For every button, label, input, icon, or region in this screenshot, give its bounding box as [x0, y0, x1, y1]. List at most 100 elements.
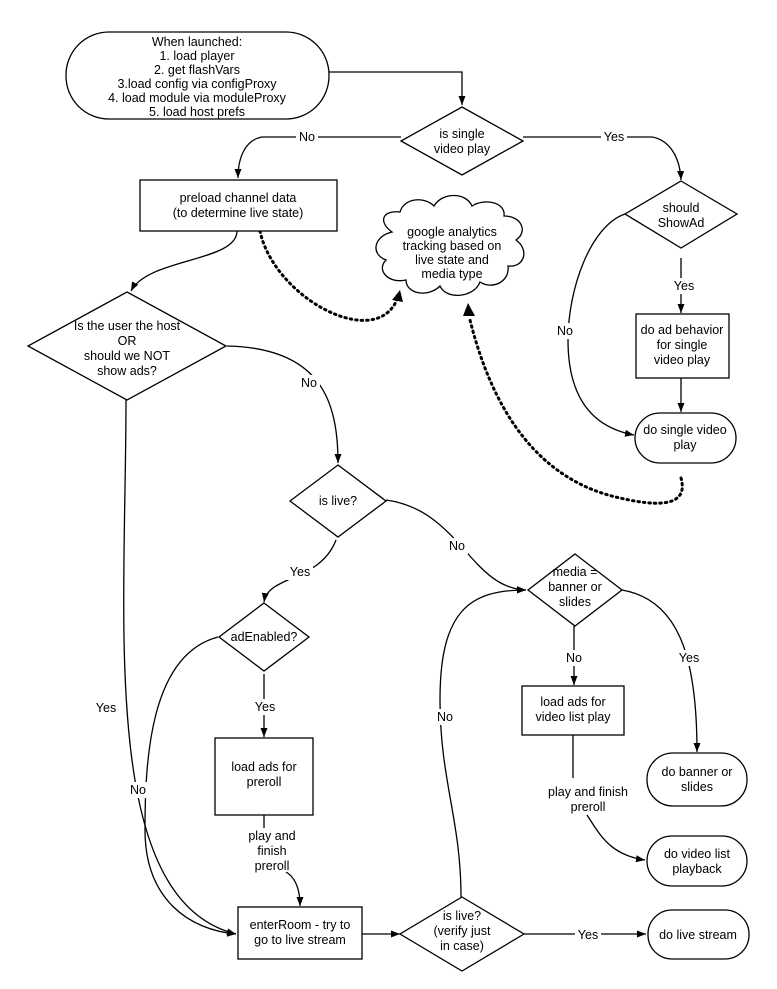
- edge-preload-analytics: [258, 229, 400, 322]
- svg-text:media =: media =: [553, 565, 598, 579]
- svg-text:When launched:: When launched:: [152, 35, 242, 49]
- edge-label-yes-showad: Yes: [674, 279, 694, 293]
- edge-label-no-host: No: [301, 376, 317, 390]
- node-live-stream: do live stream: [647, 909, 750, 960]
- svg-text:play: play: [674, 438, 698, 452]
- svg-text:do live stream: do live stream: [659, 928, 737, 942]
- node-start: When launched: 1. load player 2. get fla…: [65, 31, 330, 120]
- svg-text:(verify just: (verify just: [434, 924, 491, 938]
- edge-single-yes: [523, 136, 685, 181]
- svg-text:preroll: preroll: [571, 800, 606, 814]
- edge-label-play-finish-preroll-2: play and finish preroll: [548, 785, 628, 814]
- svg-text:finish: finish: [257, 844, 286, 858]
- svg-text:video play: video play: [654, 353, 711, 367]
- svg-text:preroll: preroll: [247, 775, 282, 789]
- svg-text:banner or: banner or: [548, 580, 602, 594]
- edge-label-yes-host: Yes: [96, 701, 116, 715]
- svg-text:for single: for single: [657, 338, 708, 352]
- svg-text:adEnabled?: adEnabled?: [231, 630, 298, 644]
- edge-preload-to-host: [130, 230, 238, 292]
- edge-media-yes: [621, 589, 701, 753]
- node-single-video-play: do single video play: [634, 412, 737, 464]
- edge-start-to-single: [328, 71, 466, 105]
- svg-text:play and: play and: [248, 829, 295, 843]
- svg-text:4. load module via moduleProxy: 4. load module via moduleProxy: [108, 91, 287, 105]
- svg-text:preroll: preroll: [255, 859, 290, 873]
- edge-label-no-media: No: [566, 651, 582, 665]
- svg-text:load ads for: load ads for: [231, 760, 296, 774]
- node-is-live: is live?: [288, 464, 388, 538]
- svg-text:is live?: is live?: [319, 494, 357, 508]
- edge-label-play-finish-preroll-1: play and finish preroll: [248, 829, 295, 873]
- svg-text:(to determine live state): (to determine live state): [173, 206, 304, 220]
- node-single-video-decision: is single video play: [399, 106, 525, 176]
- node-enter-room: enterRoom - try to go to live stream: [237, 906, 363, 960]
- edge-verify-no: [439, 586, 527, 898]
- edge-label-no-live: No: [449, 539, 465, 553]
- svg-text:google analytics: google analytics: [407, 225, 497, 239]
- node-video-list-playback: do video list playback: [646, 835, 748, 887]
- svg-text:tracking based on: tracking based on: [403, 239, 502, 253]
- node-media-check: media = banner or slides: [526, 553, 624, 627]
- node-verify-live: is live? (verify just in case): [398, 896, 526, 972]
- svg-text:play and finish: play and finish: [548, 785, 628, 799]
- svg-text:is live?: is live?: [443, 909, 481, 923]
- node-load-ads-preroll: load ads for preroll: [214, 737, 314, 816]
- node-load-ads-list: load ads for video list play: [521, 685, 625, 736]
- node-preload-channel: preload channel data (to determine live …: [139, 179, 338, 232]
- svg-text:3.load config via configProxy: 3.load config via configProxy: [117, 77, 277, 91]
- svg-text:in case): in case): [440, 939, 484, 953]
- edge-label-yes-single: Yes: [604, 130, 624, 144]
- svg-text:enterRoom - try to: enterRoom - try to: [250, 918, 351, 932]
- svg-text:slides: slides: [559, 595, 591, 609]
- node-banner-slides: do banner or slides: [646, 752, 748, 807]
- edge-label-no-adenabled: No: [130, 783, 146, 797]
- arrowhead-play-analytics: [463, 303, 475, 316]
- edge-label-yes-adenabled: Yes: [255, 700, 275, 714]
- edge-label-no-single: No: [299, 130, 315, 144]
- svg-text:live state and: live state and: [415, 253, 489, 267]
- svg-text:slides: slides: [681, 780, 713, 794]
- arrowhead-preload-analytics: [392, 290, 403, 302]
- svg-text:is single: is single: [439, 127, 484, 141]
- edge-play-analytics: [468, 318, 684, 505]
- svg-text:go to live stream: go to live stream: [254, 933, 346, 947]
- svg-text:media type: media type: [421, 267, 482, 281]
- edge-labels: No Yes Yes No No Yes Yes No Yes No No Ye…: [93, 128, 702, 942]
- svg-text:OR: OR: [118, 334, 137, 348]
- svg-text:video list play: video list play: [535, 710, 611, 724]
- edge-adenabled-no: [144, 636, 237, 937]
- edge-label-yes-live: Yes: [290, 565, 310, 579]
- svg-text:load ads for: load ads for: [540, 695, 605, 709]
- svg-text:show ads?: show ads?: [97, 364, 157, 378]
- svg-text:1. load player: 1. load player: [159, 49, 234, 63]
- svg-text:do video list: do video list: [664, 847, 731, 861]
- edge-label-no-verify: No: [437, 710, 453, 724]
- edge-showad-no: [567, 213, 635, 437]
- edge-host-yes: [123, 399, 237, 936]
- svg-text:do banner or: do banner or: [662, 765, 733, 779]
- node-analytics-cloud: google analytics tracking based on live …: [375, 194, 525, 296]
- svg-text:preload channel data: preload channel data: [180, 191, 297, 205]
- edge-preroll-to-enter: [263, 815, 300, 906]
- svg-text:do single video: do single video: [643, 423, 726, 437]
- svg-text:do ad behavior: do ad behavior: [641, 323, 724, 337]
- node-ad-behavior: do ad behavior for single video play: [635, 313, 730, 379]
- node-should-show-ad: should ShowAd: [623, 180, 739, 249]
- svg-text:should we NOT: should we NOT: [84, 349, 171, 363]
- edge-label-no-showad: No: [557, 324, 573, 338]
- node-ad-enabled: adEnabled?: [217, 602, 311, 672]
- svg-text:5. load host prefs: 5. load host prefs: [149, 105, 245, 119]
- svg-text:video play: video play: [434, 142, 491, 156]
- edge-host-no: [226, 345, 342, 464]
- edge-label-yes-verify: Yes: [578, 928, 598, 942]
- svg-text:Is the user the host: Is the user the host: [74, 319, 181, 333]
- svg-text:2. get flashVars: 2. get flashVars: [154, 63, 240, 77]
- svg-text:playback: playback: [672, 862, 722, 876]
- edge-label-yes-media: Yes: [679, 651, 699, 665]
- edges: [123, 71, 701, 938]
- svg-text:ShowAd: ShowAd: [658, 216, 705, 230]
- svg-text:should: should: [663, 201, 700, 215]
- node-host-check: Is the user the host OR should we NOT sh…: [26, 291, 228, 401]
